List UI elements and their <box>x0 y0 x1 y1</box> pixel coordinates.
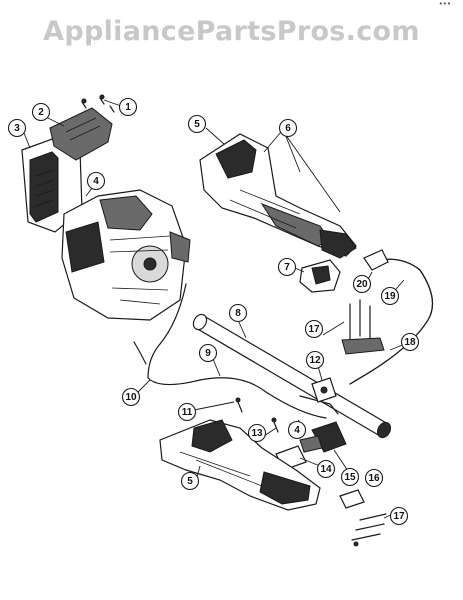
callout-5: 5 <box>180 471 200 491</box>
callout-circle <box>380 286 400 306</box>
callout-9: 9 <box>198 343 218 363</box>
callout-number: 6 <box>285 123 291 134</box>
callout-circle <box>352 274 372 294</box>
clamp-bolts-upper <box>341 299 385 355</box>
callout-circle <box>180 471 200 491</box>
bail-handle <box>349 249 434 385</box>
callout-number: 7 <box>284 262 290 273</box>
callout-2: 2 <box>31 102 51 122</box>
callout-number: 15 <box>344 472 356 483</box>
callout-circle <box>305 350 325 370</box>
callout-number: 8 <box>235 308 241 319</box>
callout-circle <box>340 467 360 487</box>
callout-16: 16 <box>364 468 384 488</box>
shaft-clamp <box>311 377 337 403</box>
trigger-bracket <box>299 259 341 293</box>
callout-circle <box>304 319 324 339</box>
screw-set-top <box>81 94 115 113</box>
callout-circle <box>121 387 141 407</box>
callout-circle <box>7 118 27 138</box>
callout-circle <box>228 303 248 323</box>
callout-7: 7 <box>277 257 297 277</box>
callout-11: 11 <box>177 402 197 422</box>
callout-circle <box>287 420 307 440</box>
callout-6: 6 <box>278 118 298 138</box>
callout-14: 14 <box>316 459 336 479</box>
callout-circle <box>364 468 384 488</box>
callout-circle <box>118 97 138 117</box>
callout-number: 9 <box>205 348 211 359</box>
callout-number: 17 <box>393 511 405 522</box>
callout-4: 4 <box>86 171 106 191</box>
callout-number: 10 <box>125 392 137 403</box>
callout-number: 14 <box>320 464 332 475</box>
callout-number: 20 <box>356 279 368 290</box>
callout-number: 5 <box>187 476 193 487</box>
callout-4: 4 <box>287 420 307 440</box>
callout-circle <box>278 118 298 138</box>
corner-mark: ••• <box>438 0 451 8</box>
callout-circle <box>247 423 267 443</box>
callout-circle <box>187 114 207 134</box>
callout-10: 10 <box>121 387 141 407</box>
callout-number: 3 <box>14 123 20 134</box>
callout-19: 19 <box>380 286 400 306</box>
callout-circle <box>389 506 409 526</box>
callout-20: 20 <box>352 274 372 294</box>
callout-5: 5 <box>187 114 207 134</box>
throttle-cable <box>133 283 339 419</box>
callout-number: 2 <box>38 107 44 118</box>
lower-handle-housing <box>159 419 321 511</box>
callout-18: 18 <box>400 332 420 352</box>
callout-circle <box>86 171 106 191</box>
upper-handle-housing <box>199 133 357 259</box>
callout-number: 12 <box>309 355 321 366</box>
callout-number: 19 <box>384 291 396 302</box>
callout-17: 17 <box>389 506 409 526</box>
callout-12: 12 <box>305 350 325 370</box>
callout-circle <box>316 459 336 479</box>
lower-brackets <box>275 421 347 471</box>
watermark-text: AppliancePartsPros.com <box>43 16 420 47</box>
callout-number: 13 <box>251 428 263 439</box>
callout-number: 11 <box>182 407 193 418</box>
callout-circle <box>31 102 51 122</box>
callout-circle <box>277 257 297 277</box>
callout-8: 8 <box>228 303 248 323</box>
top-shield <box>49 107 113 161</box>
clamp-bolts-lower <box>339 489 387 547</box>
callout-number: 4 <box>294 425 300 436</box>
callout-circle <box>400 332 420 352</box>
callout-circle <box>177 402 197 422</box>
callout-17: 17 <box>304 319 324 339</box>
engine-block <box>61 189 191 321</box>
callout-number: 18 <box>404 337 416 348</box>
callout-1: 1 <box>118 97 138 117</box>
callout-number: 17 <box>308 324 320 335</box>
callout-number: 4 <box>93 176 99 187</box>
callout-number: 1 <box>125 102 131 113</box>
callout-13: 13 <box>247 423 267 443</box>
callout-15: 15 <box>340 467 360 487</box>
callout-3: 3 <box>7 118 27 138</box>
callout-number: 16 <box>368 473 380 484</box>
callout-circle <box>198 343 218 363</box>
callout-number: 5 <box>194 119 200 130</box>
